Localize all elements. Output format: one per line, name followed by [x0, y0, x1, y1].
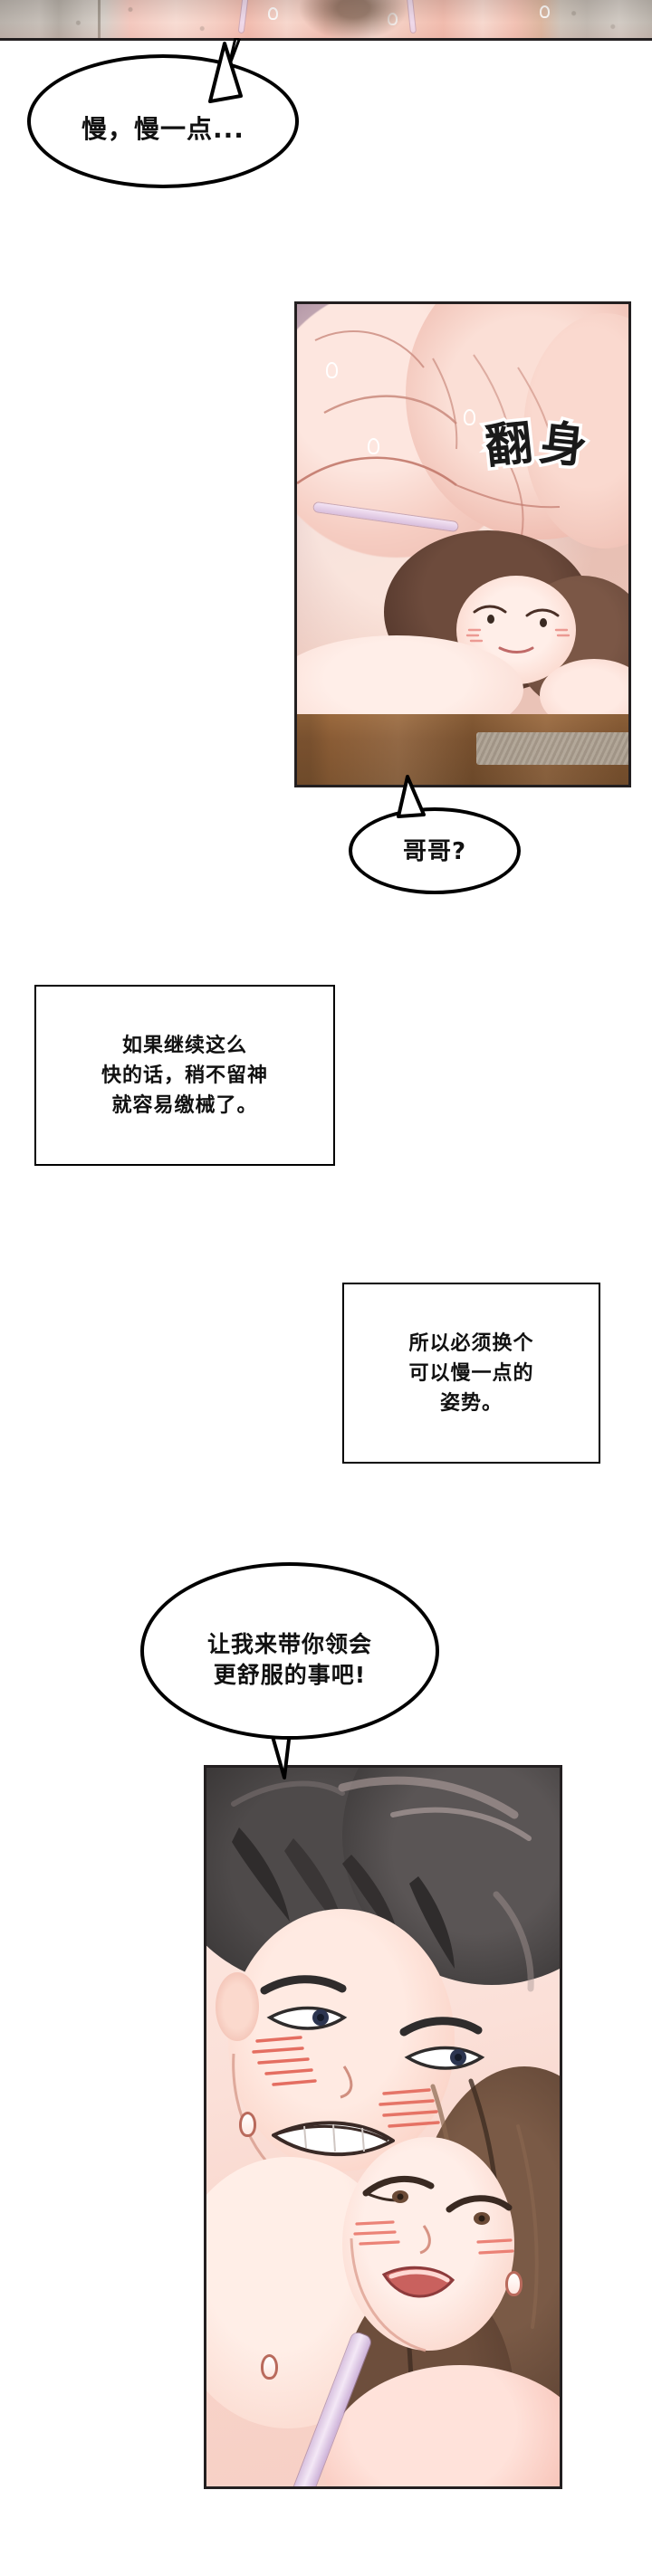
- speech-bubble-slow-down: 慢，慢一点...: [27, 54, 299, 188]
- closeup-faces-panel: [204, 1765, 562, 2489]
- caption-1-line-2: 快的话，稍不留神: [101, 1064, 268, 1087]
- sweat-droplet: [540, 5, 550, 18]
- sweat-droplet: [505, 2271, 523, 2296]
- speech-bubble-slow-down-text: 慢，慢一点...: [82, 114, 244, 145]
- wall-seam-line: [98, 0, 101, 38]
- panel-shading: [0, 0, 652, 38]
- caption-2-line-3: 姿势。: [439, 1391, 503, 1415]
- caption-1-line-1: 如果继续这么: [121, 1034, 247, 1057]
- caption-1-line-3: 就容易缴械了。: [111, 1093, 258, 1117]
- speech-bubble-brother-text: 哥哥?: [402, 838, 467, 866]
- anatomy-lines: [297, 330, 561, 537]
- couple-rolling-over-panel: 翻身: [294, 301, 631, 787]
- bubble-3-line-1: 让我来带你领会: [206, 1631, 372, 1658]
- sweat-droplet: [261, 2354, 278, 2380]
- panel-2-artwork: 翻身: [297, 304, 628, 785]
- woman-face-features: [350, 2175, 514, 2352]
- face-features: [465, 605, 570, 654]
- top-partial-panel: [0, 0, 652, 41]
- sweat-droplet: [268, 7, 278, 20]
- speech-bubble-let-me-show-you: 让我来带你领会 更舒服的事吧!: [140, 1562, 439, 1740]
- caption-2-line-2: 可以慢一点的: [408, 1361, 534, 1385]
- panel-4-artwork: [206, 1768, 560, 2486]
- sfx-roll-over: 翻身: [480, 409, 593, 478]
- sweat-droplet: [239, 2112, 256, 2137]
- man-face-features: [232, 1975, 485, 2195]
- sfx-char-2: 身: [534, 413, 593, 478]
- sweat-droplet: [326, 362, 338, 378]
- narration-box-if-we-keep-going: 如果继续这么 快的话，稍不留神 就容易缴械了。: [34, 985, 335, 1166]
- sfx-char-1: 翻: [480, 413, 539, 478]
- speech-bubble-brother: 哥哥?: [349, 807, 521, 894]
- ear-shape: [216, 1972, 259, 2041]
- bubble-3-line-2: 更舒服的事吧!: [213, 1662, 367, 1688]
- sweat-droplet: [464, 409, 475, 425]
- mat-texture: [476, 732, 628, 765]
- hair-strand: [299, 0, 408, 38]
- sweat-droplet: [368, 438, 379, 454]
- caption-2-line-1: 所以必须换个: [408, 1331, 534, 1355]
- narration-box-must-change-position: 所以必须换个 可以慢一点的 姿势。: [342, 1283, 600, 1464]
